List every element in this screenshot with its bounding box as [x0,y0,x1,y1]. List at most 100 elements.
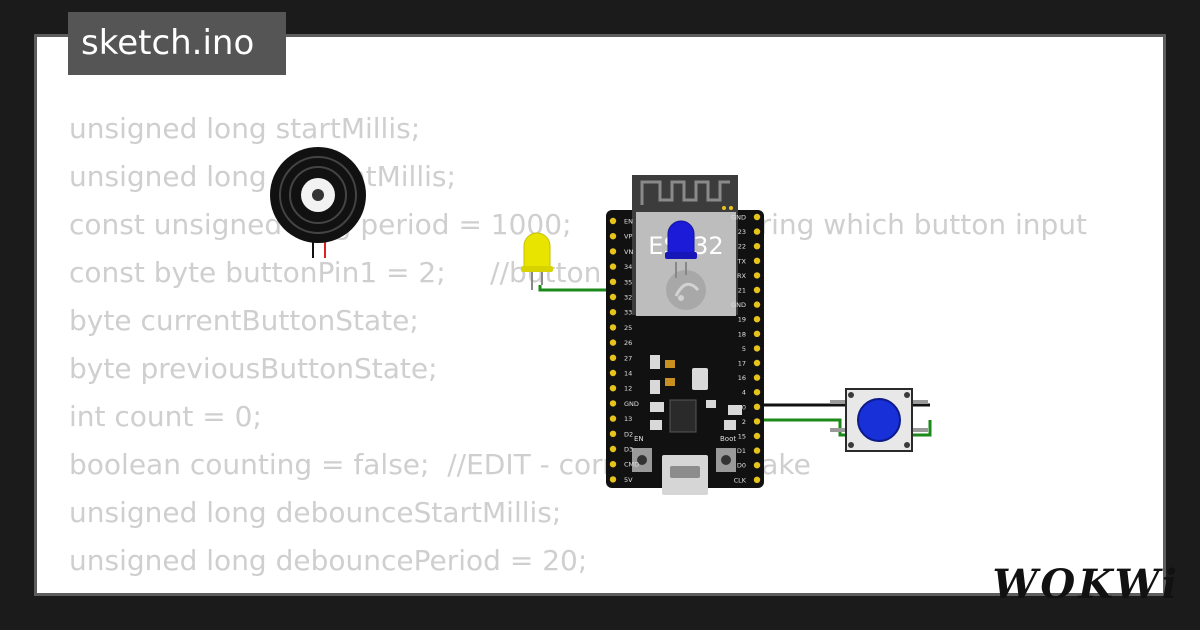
code-line: boolean debounce = false; [69,585,1087,593]
pin-pad[interactable] [609,217,617,225]
pin-pad[interactable] [609,248,617,255]
pin-label: 26 [624,339,632,347]
wokwi-logo: WOKWi [992,561,1180,608]
pin-pad[interactable] [753,286,761,294]
pin-pad[interactable] [753,301,761,308]
pin-label: VN [624,248,633,256]
pin-label: CMD [624,461,639,469]
wire-button-2 [755,418,932,437]
pin-label: 17 [738,360,746,368]
pin-pad[interactable] [753,462,761,469]
pin-label: 5 [742,345,746,353]
pin-pad[interactable] [609,385,617,392]
pin-label: GND [731,214,746,222]
pin-pad[interactable] [753,345,761,352]
pin-pad[interactable] [609,415,617,422]
code-line: byte currentButtonState; [69,304,419,337]
en-button-label: EN [634,435,644,443]
pin-pad[interactable] [753,432,761,440]
pin-pad[interactable] [753,447,761,454]
pin-label: 27 [624,354,632,362]
pin-pad[interactable] [609,309,617,316]
pin-pad[interactable] [609,354,617,361]
pin-label: CLK [734,476,747,484]
wire-led-yellow [538,285,614,300]
code-line: unsigned long debounceStartMillis; [69,496,562,529]
pin-pad[interactable] [753,403,761,410]
code-line: int count = 0; [69,400,262,433]
pin-label: 32 [624,294,632,302]
code-line: unsigned long startMillis; [69,112,421,145]
pin-pad[interactable] [753,418,761,425]
pin-pad[interactable] [753,243,761,250]
antenna-trace [640,180,730,205]
pin-label: 35 [624,278,632,286]
pin-label: D0 [737,462,746,470]
pin-label: 23 [738,228,746,236]
buzzer[interactable] [270,147,366,258]
pin-label: 2 [742,418,746,426]
pin-pad[interactable] [609,233,617,240]
espressif-logo-icon [666,270,706,310]
pin-label: D1 [737,447,746,455]
button-cap[interactable] [857,398,901,442]
pin-label: VP [624,233,632,241]
pin-label: 5V [624,476,633,484]
code-line: unsigned long debouncePeriod = 20; [69,544,588,577]
pin-label: 33 [624,309,632,317]
pin-pad[interactable] [753,213,761,221]
pin-pad[interactable] [753,389,761,396]
pin-label: 4 [742,389,746,397]
pin-pad[interactable] [609,339,617,346]
pin-pad[interactable] [753,228,761,235]
pin-label: GND [624,400,639,408]
pin-label: EN [624,218,633,226]
pin-pad[interactable] [609,430,617,437]
pin-label: D3 [624,446,633,454]
pin-label: TX [737,257,747,265]
pin-label: 18 [738,330,746,338]
led-blue-body [667,220,695,257]
pin-label: 16 [738,374,746,382]
pin-pad[interactable] [609,278,617,285]
pin-pad[interactable] [609,400,617,407]
pin-pad[interactable] [609,461,617,468]
pin-pad[interactable] [753,476,761,483]
pin-pad[interactable] [609,263,617,270]
pin-pad[interactable] [609,324,617,331]
file-tab-sketch[interactable]: sketch.ino [68,12,286,75]
pin-pad[interactable] [753,272,761,279]
canvas-card: unsigned long startMillis; unsigned long … [34,34,1166,596]
pin-label: 15 [738,433,746,441]
code-line: const byte buttonPin1 = 2; //button [69,256,602,289]
pin-pad[interactable] [753,359,761,367]
code-line: byte previousButtonState; [69,352,438,385]
pin-label: 21 [738,287,746,295]
pin-pad[interactable] [753,374,761,381]
led-blue[interactable] [665,220,697,278]
pin-label: RX [737,272,747,280]
pin-pad[interactable] [753,257,761,264]
pin-label: 13 [624,415,632,423]
push-button[interactable] [830,388,928,452]
pin-label: 19 [738,316,746,324]
esp32-board[interactable]: ESP32 EN Boot ENVPVN343532332526271412GN… [606,175,764,495]
pin-pad[interactable] [609,476,617,483]
led-yellow[interactable] [521,232,553,290]
code-editor-background: unsigned long startMillis; unsigned long … [69,105,1087,593]
pin-pad[interactable] [609,369,617,377]
pin-label: 25 [624,324,632,332]
pin-label: 34 [624,263,632,271]
pin-pad[interactable] [753,330,761,337]
pin-label: 22 [738,243,746,251]
pin-pad[interactable] [609,293,617,301]
file-tab-label: sketch.ino [81,23,255,63]
led-yellow-body [523,232,551,271]
pin-pad[interactable] [609,445,617,453]
pin-label: 0 [742,403,746,411]
pin-pad[interactable] [753,316,761,323]
pin-label: 14 [624,370,632,378]
